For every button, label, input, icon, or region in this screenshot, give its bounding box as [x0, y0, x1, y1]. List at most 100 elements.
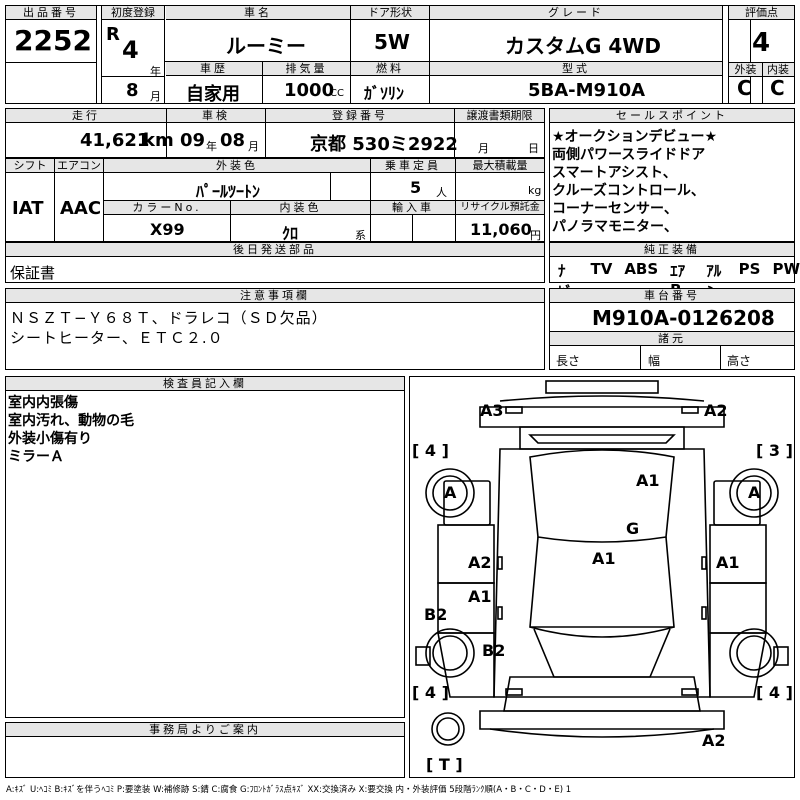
- sales-point: コーナーセンサー、: [552, 201, 678, 217]
- spec-width: 幅: [648, 354, 661, 368]
- insp-month-unit: 月: [248, 140, 259, 153]
- legend: A:ｷｽﾞ U:ﾍｺﾐ B:ｷｽﾞを伴うﾍｺﾐ P:要塗装 W:補修跡 S:錆 …: [6, 785, 572, 795]
- reg-month-unit: 月: [150, 90, 161, 103]
- reg-no: 京都 530ミ2922: [310, 134, 458, 155]
- damage-mark: B2: [424, 605, 448, 624]
- spec-length: 長さ: [556, 354, 581, 368]
- inspector-note: 室内内張傷: [8, 395, 78, 411]
- sales-point: クルーズコントロール、: [552, 183, 705, 199]
- displacement-unit: CC: [330, 88, 344, 99]
- grade: カスタムG 4WD: [505, 34, 661, 58]
- lot-no-header: 出品番号: [6, 6, 96, 20]
- damage-mark: A2: [702, 731, 726, 750]
- tire-depth: [ 4 ]: [412, 441, 449, 460]
- interior-header: 内装: [762, 63, 794, 77]
- reg-no-header: 登録番号: [266, 109, 454, 123]
- first-reg-header: 初度登録: [102, 6, 164, 20]
- grade-header: グレード: [430, 6, 722, 20]
- interior-grade: C: [770, 76, 785, 100]
- exterior-header: 外装: [729, 63, 762, 77]
- insp-month: 08: [220, 130, 246, 151]
- specs-header: 諸元: [550, 332, 794, 346]
- inspector-note: ミラーＡ: [8, 449, 64, 465]
- lot-no: 2252: [14, 24, 92, 57]
- model-header: 型式: [430, 62, 722, 76]
- recycle-header: リサイクル預託金: [456, 201, 544, 215]
- transfer-month: 月: [478, 142, 489, 155]
- shift-header: シフト: [6, 159, 54, 173]
- displacement-header: 排気量: [263, 62, 350, 76]
- car-name-header: 車名: [166, 6, 350, 20]
- aircon-header: エアコン: [55, 159, 103, 173]
- capacity-header: 乗車定員: [371, 159, 455, 173]
- note-line: シートヒーター、ＥＴＣ２.０: [10, 329, 224, 347]
- chassis-block: [549, 288, 795, 370]
- damage-mark: A1: [716, 553, 740, 572]
- ext-color: ﾊﾟｰﾙﾂｰﾄﾝ: [196, 182, 261, 201]
- inspector-notes: 室内内張傷 室内汚れ、動物の毛 外装小傷有り ミラーＡ: [8, 394, 134, 466]
- sales-point-header: セールスポイント: [550, 109, 794, 123]
- damage-diagram: A3 A2 A1 G A1 A2 A1 A1 B2 B2 A2 A A [ 4 …: [409, 376, 795, 778]
- transfer-header: 譲渡書類期限: [455, 109, 544, 123]
- damage-mark: A2: [468, 553, 492, 572]
- fuel-header: 燃料: [351, 62, 429, 76]
- damage-mark: A1: [468, 587, 492, 606]
- color-no: X99: [150, 220, 185, 239]
- damage-mark: A2: [704, 401, 728, 420]
- load-unit: kg: [528, 184, 542, 197]
- equipment-item: PW: [772, 260, 800, 278]
- model: 5BA-M910A: [528, 80, 646, 101]
- sales-point: 両側パワースライドドア: [552, 147, 706, 163]
- door-header: ドア形状: [351, 6, 429, 20]
- fuel: ｶﾞｿﾘﾝ: [364, 84, 405, 103]
- chassis-no: M910A-0126208: [592, 306, 775, 330]
- spec-height: 高さ: [727, 354, 752, 368]
- reg-year: 4: [122, 36, 139, 64]
- equipment-header: 純正装備: [550, 243, 794, 257]
- office-header: 事務局よりご案内: [6, 723, 404, 737]
- inspector-note: 外装小傷有り: [8, 431, 92, 447]
- color-no-header: カラーNo.: [104, 201, 230, 215]
- history: 自家用: [186, 84, 240, 105]
- score-box: [728, 5, 795, 104]
- notes-block: [5, 288, 545, 370]
- recycle-unit: 円: [530, 229, 541, 242]
- era: R: [106, 24, 120, 45]
- score: 4: [752, 28, 771, 58]
- exterior-grade: C: [737, 76, 752, 100]
- aircon: AAC: [60, 198, 102, 219]
- top-block: [5, 5, 751, 104]
- damage-mark: A3: [480, 401, 504, 420]
- office-block: [5, 722, 405, 778]
- history-header: 車歴: [166, 62, 262, 76]
- capacity-unit: 人: [436, 186, 447, 199]
- sales-point: パノラマモニター、: [552, 219, 678, 235]
- score-header: 評価点: [729, 6, 794, 20]
- tire-depth: [ T ]: [426, 755, 463, 774]
- reg-month: 8: [126, 80, 139, 101]
- insp-year: 09: [180, 130, 206, 151]
- later-docs-header: 後日発送部品: [6, 243, 544, 257]
- equipment-block: [549, 242, 795, 283]
- first-reg-box: [101, 5, 165, 104]
- capacity: 5: [410, 178, 422, 197]
- sales-point-block: [549, 108, 795, 242]
- mileage-header: 走行: [6, 109, 166, 123]
- tire-depth: [ 4 ]: [412, 683, 449, 702]
- mileage-block: [5, 108, 545, 158]
- notes-header: 注意事項欄: [6, 289, 544, 303]
- mileage: 41,621: [80, 130, 150, 151]
- sales-point: ★オークションデビュー★: [552, 129, 718, 145]
- tire-depth: [ 4 ]: [756, 683, 793, 702]
- shift: IAT: [12, 198, 44, 219]
- notes-list: ＮＳＺＴ−Ｙ６８Ｔ、ドラレコ（ＳＤ欠品） シートヒーター、ＥＴＣ２.０: [10, 308, 328, 348]
- displacement: 1000: [284, 80, 335, 101]
- equipment-item: TV: [590, 260, 613, 278]
- inspector-block: [5, 376, 405, 718]
- later-docs-block: [5, 242, 545, 283]
- damage-mark: A: [444, 483, 457, 502]
- ext-color-header: 外装色: [104, 159, 370, 173]
- damage-mark: B2: [482, 641, 506, 660]
- damage-mark: A1: [636, 471, 660, 490]
- import-header: 輸入車: [371, 201, 455, 215]
